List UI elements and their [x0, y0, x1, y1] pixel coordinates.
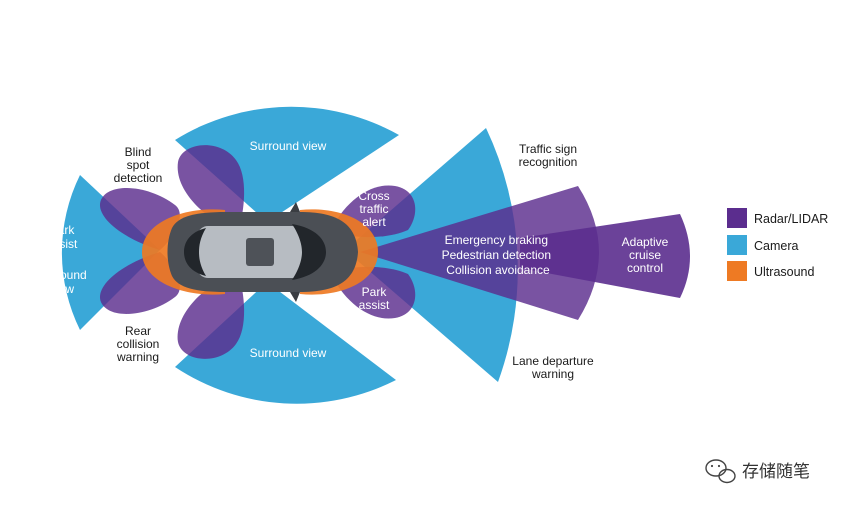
legend-label-ultrasound: Ultrasound	[754, 265, 814, 279]
label-pedestrian-detection: Pedestrian detection	[442, 248, 551, 262]
watermark: 存储随笔	[705, 459, 810, 484]
car-windshield	[292, 224, 326, 280]
legend-item-camera: Camera	[727, 235, 799, 255]
camera-zone-surround-bottom	[175, 282, 396, 404]
radar-zone-front-beam	[360, 186, 599, 320]
legend-swatch-radar	[727, 208, 747, 228]
label-collision-avoidance: Collision avoidance	[446, 263, 550, 277]
legend-swatch-camera	[727, 235, 747, 255]
label-emergency-braking: Emergency braking	[445, 233, 548, 247]
radar-zone-adaptive-cruise	[520, 214, 690, 298]
radar-zone-blind-spot-upper	[177, 145, 245, 232]
camera-zone-surround-top	[175, 106, 399, 222]
legend: Radar/LIDAR Camera Ultrasound	[727, 208, 828, 281]
label-surround-view-top: Surround view	[250, 139, 327, 153]
legend-item-radar: Radar/LIDAR	[727, 208, 828, 228]
legend-label-radar: Radar/LIDAR	[754, 212, 828, 226]
label-surround-view-bottom: Surround view	[250, 346, 327, 360]
car-sunroof	[246, 238, 274, 266]
car-mirror-upper	[290, 202, 300, 212]
wechat-icon	[705, 459, 736, 484]
label-front-radar-functions: Emergency braking Pedestrian detection C…	[442, 233, 555, 277]
legend-swatch-ultrasound	[727, 261, 747, 281]
legend-label-camera: Camera	[754, 239, 799, 253]
watermark-text: 存储随笔	[742, 462, 810, 482]
legend-item-ultrasound: Ultrasound	[727, 261, 814, 281]
camera-zone-rear	[61, 175, 160, 330]
car-top-view	[167, 202, 358, 302]
car-mirror-lower	[290, 292, 300, 302]
radar-zone-rear-side-lower	[177, 272, 245, 359]
car-rear-window	[184, 228, 206, 276]
